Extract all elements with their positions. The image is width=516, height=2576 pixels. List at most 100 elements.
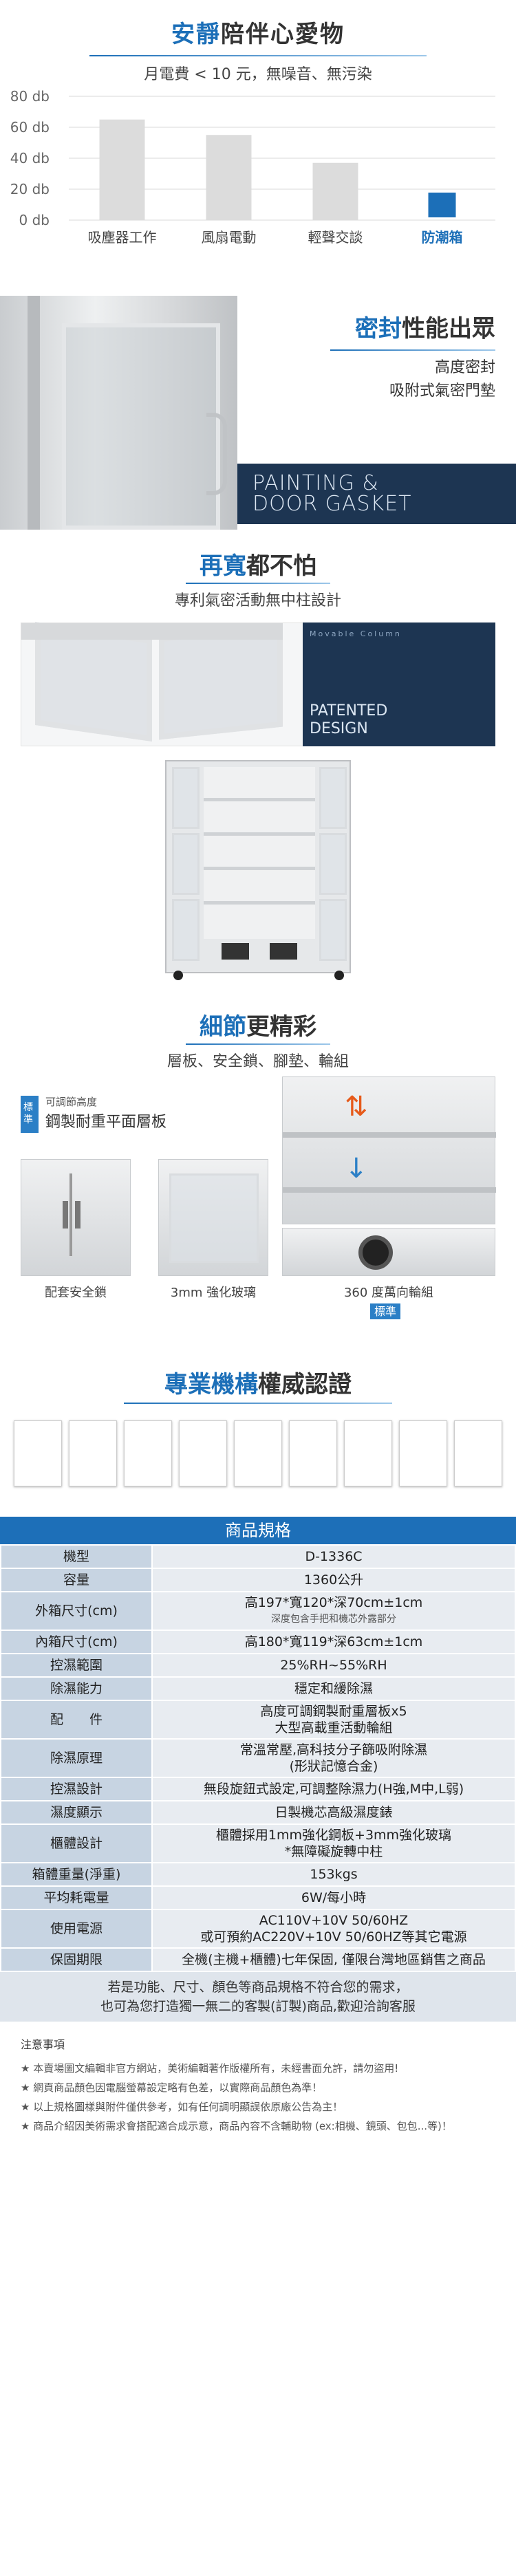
notes: 注意事項 ★ 本賣場圖文編輯非官方網站，美術編輯著作版權所有，未經書面允許，請勿… <box>0 2022 516 2136</box>
spec-key: 控濕範圍 <box>0 1653 153 1678</box>
y-tick-label: 80 db <box>10 88 50 105</box>
y-tick-label: 60 db <box>10 119 50 136</box>
cert-section: 專業機構權威認證 <box>0 1365 516 1503</box>
spec-value: 6W/每小時 <box>151 1885 516 1910</box>
door-section: 密封性能出眾 高度密封 吸附式氣密門墊 PAINTING & DOOR GASK… <box>0 296 516 533</box>
spec-row: 除濕原理常溫常壓,高科技分子篩吸附除濕(形狀記憶合金) <box>0 1738 516 1778</box>
y-tick-label: 20 db <box>10 181 50 197</box>
wheel-photo <box>282 1228 495 1276</box>
certificate-9 <box>454 1420 502 1486</box>
spec-key: 配 件 <box>0 1700 153 1740</box>
y-tick-label: 0 db <box>19 212 50 228</box>
wide-banner: Movable Column PATENTED DESIGN <box>303 623 495 746</box>
door-desc: 高度密封 吸附式氣密門墊 <box>389 359 495 400</box>
certificate-3 <box>124 1420 172 1486</box>
spec-value: 1360公升 <box>151 1568 516 1592</box>
lock-photo <box>21 1159 131 1276</box>
x-tick-label: 輕聲交談 <box>308 229 363 246</box>
bar <box>312 162 358 220</box>
certificate-7 <box>344 1420 392 1486</box>
certificate-6 <box>289 1420 337 1486</box>
spec-row: 箱體重量(淨重)153kgs <box>0 1862 516 1887</box>
shelf-photo: ⇅ ↓ <box>282 1076 496 1224</box>
spec-key: 濕度顯示 <box>0 1800 153 1825</box>
dehumidifier-icon <box>428 193 456 217</box>
certificate-4 <box>179 1420 227 1486</box>
door-photo <box>0 296 237 530</box>
note-item: ★ 以上規格圖樣與附件僅供參考，如有任何調明顯誤依原廠公告為主！ <box>21 2101 343 2113</box>
wheel-caption: 360 度萬向輪組 <box>343 1286 434 1300</box>
note-item: ★ 本賣場圖文編輯非官方網站，美術編輯著作版權所有，未經書面允許，請勿盜用! <box>21 2062 399 2075</box>
lock-caption: 配套安全鎖 <box>45 1286 107 1300</box>
y-tick-label: 40 db <box>10 150 50 166</box>
spec-footer: 若是功能、尺寸、顏色等商品規格不符合您的需求， 也可為您打造獨一無二的客製(訂製… <box>0 1972 516 2022</box>
spec-key: 容量 <box>0 1568 153 1592</box>
spec-key: 櫃體設計 <box>0 1823 153 1863</box>
spec-value: 穩定和緩除濕 <box>151 1676 516 1701</box>
standard-badge: 標準 <box>21 1096 39 1133</box>
door-banner: PAINTING & DOOR GASKET <box>237 464 516 524</box>
detail-subtitle: 層板、安全鎖、腳墊、輪組 <box>166 1053 349 1070</box>
glass-caption: 3mm 強化玻璃 <box>170 1286 257 1300</box>
spec-value: 櫃體採用1mm強化鋼板+3mm強化玻璃*無障礙旋轉中柱 <box>151 1823 516 1863</box>
arrow-up-icon: ⇅ <box>345 1091 368 1123</box>
notes-title: 注意事項 <box>21 2038 65 2051</box>
quiet-title: 安靜陪伴心愛物 <box>171 21 345 48</box>
spec-key: 外箱尺寸(cm) <box>0 1591 153 1631</box>
quiet-subtitle: 月電費 < 10 元，無噪音、無污染 <box>144 66 372 83</box>
door-title: 密封性能出眾 <box>355 315 495 343</box>
spec-key: 控濕設計 <box>0 1777 153 1801</box>
spec-value: D-1336C <box>151 1544 516 1569</box>
x-tick-label: 吸塵器工作 <box>88 229 157 246</box>
certificate-5 <box>234 1420 282 1486</box>
spec-value: 25%RH~55%RH <box>151 1653 516 1678</box>
certificate-2 <box>69 1420 117 1486</box>
cert-title: 專業機構權威認證 <box>164 1371 352 1398</box>
certificate-1 <box>14 1420 62 1486</box>
wide-section: 再寬都不怕 專利氣密活動無中柱設計 Movable Column PATENTE… <box>0 533 516 1001</box>
spec-key: 使用電源 <box>0 1909 153 1949</box>
spec-row: 濕度顯示日製機芯高級濕度錶 <box>0 1800 516 1825</box>
bar <box>99 119 145 220</box>
x-tick-label: 風扇電動 <box>202 229 257 246</box>
spec-value: 高180*寬119*深63cm±1cm <box>151 1630 516 1654</box>
title-underline <box>89 55 427 56</box>
spec-row: 控濕設計無段旋鈕式設定,可調整除濕力(H強,M中,L弱) <box>0 1777 516 1801</box>
spec-value: 日製機芯高級濕度錶 <box>151 1800 516 1825</box>
shelf-callout: 標準 可調節高度 鋼製耐重平面層板 <box>21 1090 268 1138</box>
bar <box>206 135 252 220</box>
wheel-standard-tag: 標準 <box>370 1303 401 1319</box>
cert-row <box>14 1420 502 1489</box>
spec-row: 內箱尺寸(cm)高180*寬119*深63cm±1cm <box>0 1630 516 1654</box>
spec-row: 櫃體設計櫃體採用1mm強化鋼板+3mm強化玻璃*無障礙旋轉中柱 <box>0 1823 516 1863</box>
spec-value: 全機(主機+櫃體)七年保固, 僅限台灣地區銷售之商品 <box>151 1947 516 1972</box>
note-item: ★ 商品介紹因美術需求會搭配適合成示意，商品內容不含輔助物 (ex:相機、鏡頭、… <box>21 2120 452 2132</box>
arrow-down-icon: ↓ <box>345 1153 368 1184</box>
spec-row: 除濕能力穩定和緩除濕 <box>0 1676 516 1701</box>
quiet-section: 安靜陪伴心愛物 月電費 < 10 元，無噪音、無污染 80 db 60 db 40 … <box>0 0 516 296</box>
detail-section: 細節更精彩 層板、安全鎖、腳墊、輪組 標準 可調節高度 鋼製耐重平面層板 ⇅ ↓… <box>0 1001 516 1331</box>
detail-title: 細節更精彩 <box>200 1013 316 1041</box>
spec-key: 內箱尺寸(cm) <box>0 1630 153 1654</box>
spec-key: 機型 <box>0 1544 153 1569</box>
spec-value: 153kgs <box>151 1862 516 1887</box>
spec-key: 箱體重量(淨重) <box>0 1862 153 1887</box>
certificate-8 <box>399 1420 447 1486</box>
wide-subtitle: 專利氣密活動無中柱設計 <box>174 592 341 609</box>
spec-key: 平均耗電量 <box>0 1885 153 1910</box>
glass-photo <box>158 1159 268 1276</box>
x-tick-label: 防潮箱 <box>422 229 463 246</box>
note-item: ★ 網頁商品顏色因電腦螢幕設定略有色差，以實際商品顏色為準！ <box>21 2081 323 2094</box>
